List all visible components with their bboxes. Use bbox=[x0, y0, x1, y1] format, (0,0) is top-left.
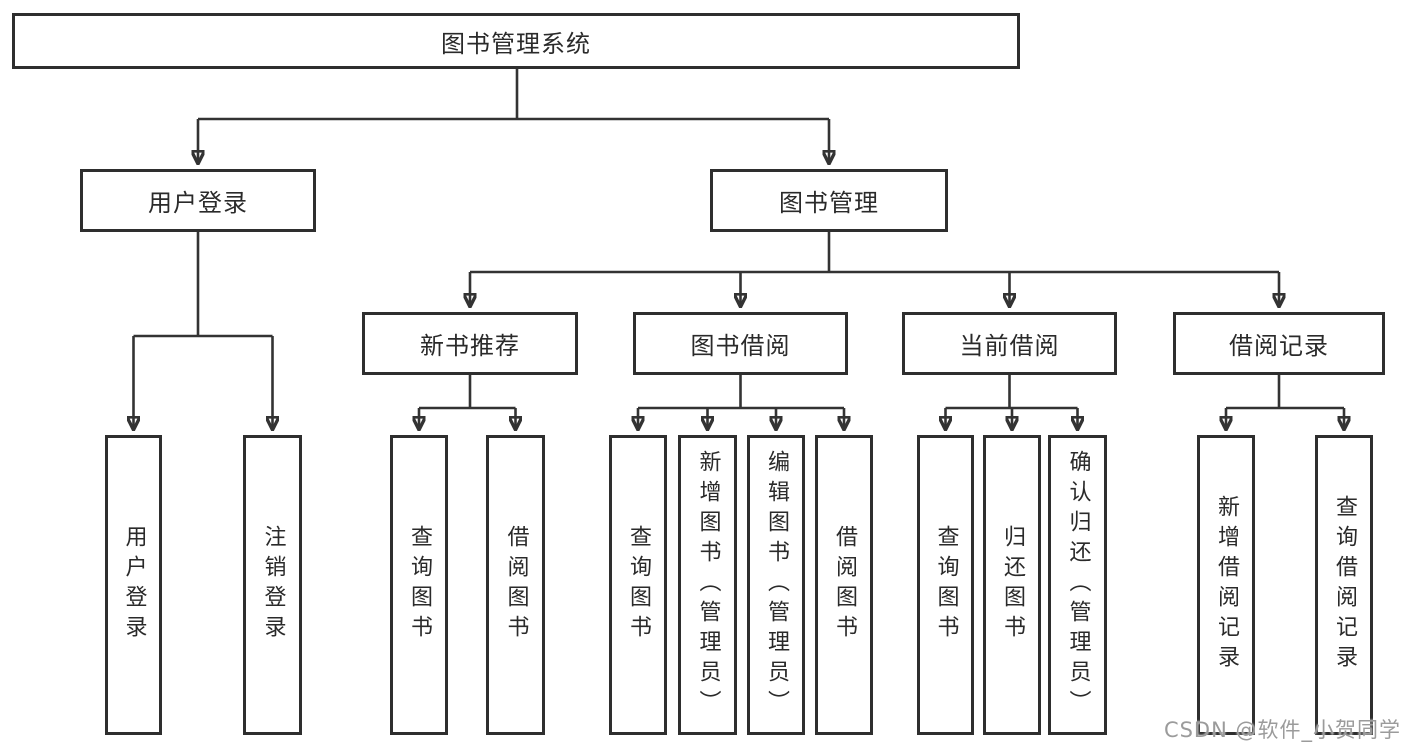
node-book-borrow: 图书借阅 bbox=[633, 312, 848, 375]
leaf-logout: 注销登录 bbox=[243, 435, 302, 735]
connector-borrow-records-to-leaves bbox=[1226, 375, 1344, 428]
leaf-edit-book-admin: 编辑图书（管理员） bbox=[747, 435, 805, 735]
leaf-user-login: 用户登录 bbox=[105, 435, 162, 735]
leaf-return-book: 归还图书 bbox=[983, 435, 1041, 735]
leaf-label: 新增借阅记录 bbox=[1214, 495, 1239, 675]
leaf-add-borrow-record: 新增借阅记录 bbox=[1197, 435, 1255, 735]
leaf-label: 查询借阅记录 bbox=[1332, 495, 1357, 675]
leaf-label: 确认归还（管理员） bbox=[1065, 450, 1091, 720]
leaf-query-books-borrow: 查询图书 bbox=[609, 435, 667, 735]
leaf-label: 注销登录 bbox=[260, 525, 286, 645]
node-user-login: 用户登录 bbox=[80, 169, 316, 232]
connector-user-login-to-leaves bbox=[134, 232, 273, 428]
leaf-query-books-current: 查询图书 bbox=[917, 435, 974, 735]
leaf-label: 归还图书 bbox=[1000, 525, 1025, 645]
leaf-query-borrow-record: 查询借阅记录 bbox=[1315, 435, 1373, 735]
node-library-management-system: 图书管理系统 bbox=[12, 13, 1020, 69]
connector-new-book-recommend-to-leaves bbox=[419, 375, 516, 428]
leaf-query-books-recommend: 查询图书 bbox=[390, 435, 448, 735]
leaf-confirm-return-admin: 确认归还（管理员） bbox=[1048, 435, 1107, 735]
node-current-borrow: 当前借阅 bbox=[902, 312, 1117, 375]
leaf-borrow-books: 借阅图书 bbox=[815, 435, 873, 735]
leaf-label: 编辑图书（管理员） bbox=[764, 450, 789, 720]
leaf-borrow-books-recommend: 借阅图书 bbox=[486, 435, 545, 735]
leaf-label: 用户登录 bbox=[121, 525, 147, 645]
leaf-label: 查询图书 bbox=[407, 525, 432, 645]
leaf-label: 查询图书 bbox=[626, 525, 651, 645]
leaf-label: 查询图书 bbox=[933, 525, 959, 645]
connector-book-borrow-to-leaves bbox=[638, 375, 844, 428]
leaf-add-book-admin: 新增图书（管理员） bbox=[678, 435, 737, 735]
connector-current-borrow-to-leaves bbox=[946, 375, 1078, 428]
csdn-watermark: CSDN @软件_小贺同学 bbox=[1163, 718, 1401, 742]
node-borrow-records: 借阅记录 bbox=[1173, 312, 1385, 375]
leaf-label: 借阅图书 bbox=[832, 525, 857, 645]
leaf-label: 新增图书（管理员） bbox=[695, 450, 721, 720]
node-new-book-recommend: 新书推荐 bbox=[362, 312, 578, 375]
connector-book-management-to-level3 bbox=[470, 232, 1279, 305]
connector-root-to-level2 bbox=[198, 69, 829, 162]
node-book-management: 图书管理 bbox=[710, 169, 948, 232]
leaf-label: 借阅图书 bbox=[503, 525, 529, 645]
